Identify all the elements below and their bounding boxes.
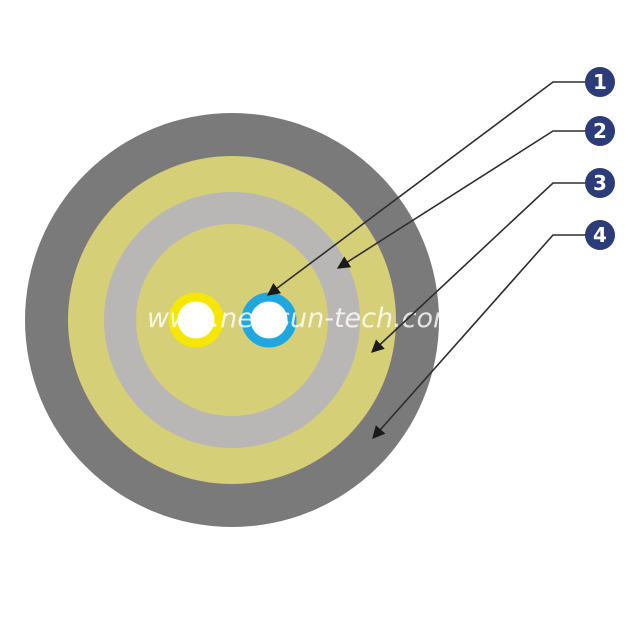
- badge-circle: [585, 116, 615, 146]
- watermark-text: www.newsun-tech.com: [147, 303, 459, 334]
- leader-line-1: [266, 81, 588, 296]
- fiber-blue: [241, 292, 297, 348]
- callout-badge-2: 2: [585, 116, 615, 146]
- inner-core: [136, 224, 328, 416]
- badge-number: 4: [593, 223, 607, 247]
- badge-number: 3: [593, 171, 607, 195]
- badge-number: 2: [593, 119, 607, 143]
- callout-badge-3: 3: [585, 168, 615, 198]
- badge-circle: [585, 168, 615, 198]
- leader-line-4: [372, 234, 588, 439]
- callout-badge-4: 4: [585, 220, 615, 250]
- fiber-yellow: [168, 292, 224, 348]
- leader-line-2: [336, 130, 588, 269]
- leader-line-3: [371, 182, 588, 353]
- badge-number: 1: [593, 70, 607, 94]
- badge-circle: [585, 220, 615, 250]
- callout-badge-1: 1: [585, 67, 615, 97]
- badge-circle: [585, 67, 615, 97]
